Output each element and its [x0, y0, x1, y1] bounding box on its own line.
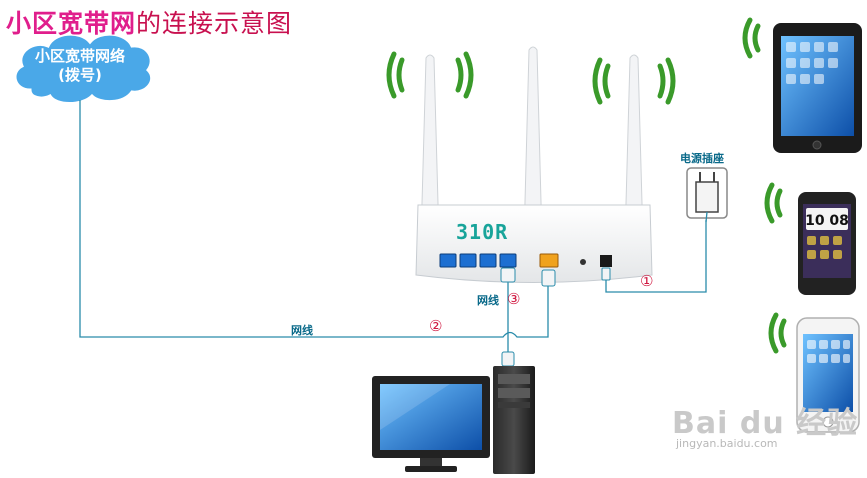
marker-one: ① — [640, 272, 654, 290]
desktop-computer — [372, 366, 535, 474]
marker-three: ③ — [507, 290, 521, 308]
svg-text:10 08: 10 08 — [805, 213, 849, 229]
wifi-icon-router-left — [386, 51, 474, 99]
antenna-left — [420, 54, 440, 241]
diagram-title: 小区宽带网的连接示意图 — [6, 4, 292, 40]
cable-label-upper: 网线 — [477, 294, 499, 307]
android-phone-device: 10 08 — [798, 192, 856, 295]
cloud-label-line2: (拨号) — [58, 66, 102, 84]
power-socket-icon — [686, 167, 728, 223]
wifi-icon-phone — [764, 182, 783, 224]
wifi-icon-router-right — [592, 57, 676, 105]
iphone-device — [796, 317, 860, 433]
plug-wan — [541, 269, 556, 287]
wifi-icons — [386, 17, 787, 354]
plug-lan — [500, 267, 516, 283]
antennas — [420, 46, 644, 241]
isp-cable-line — [79, 100, 549, 338]
power-socket-label: 电源插座 — [680, 152, 724, 165]
plug-power — [601, 267, 611, 281]
plug-pc — [501, 351, 515, 367]
antenna-right — [624, 54, 644, 241]
isp-cloud — [13, 32, 154, 105]
power-cable-line — [605, 220, 707, 293]
router-model-label: 310R — [456, 220, 509, 244]
lan-ports — [439, 253, 517, 268]
antenna-middle — [523, 46, 543, 241]
watermark-url: jingyan.baidu.com — [676, 437, 778, 450]
title-highlight: 小区宽带网 — [6, 9, 137, 38]
title-rest: 的连接示意图 — [136, 9, 293, 38]
power-jack — [600, 255, 612, 267]
cloud-label-line1: 小区宽带网络 — [34, 47, 125, 65]
marker-two: ② — [429, 317, 443, 335]
reset-button — [580, 259, 586, 265]
wifi-icon-iphone — [768, 312, 787, 354]
cable-label-lower: 网线 — [291, 324, 313, 337]
tablet-device — [773, 23, 862, 153]
router — [415, 204, 653, 283]
cloud-label: 小区宽带网络 (拨号) — [16, 47, 144, 85]
wifi-icon-tablet — [742, 17, 761, 59]
cable-plugs — [500, 267, 611, 367]
cable-lines — [79, 100, 707, 355]
wan-port — [539, 253, 559, 268]
watermark-brand: Bai du 经验 — [672, 406, 859, 441]
